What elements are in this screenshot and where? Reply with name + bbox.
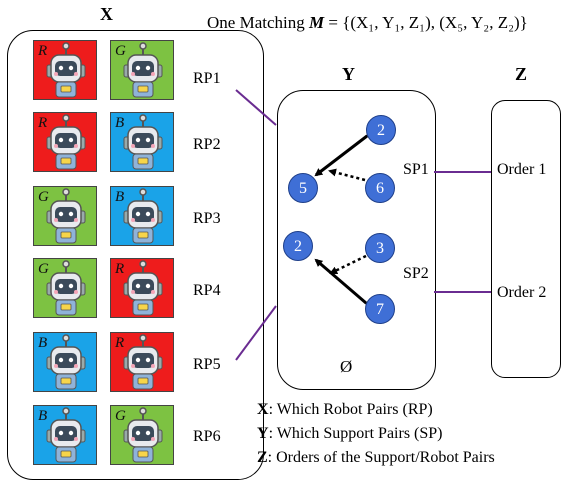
robot-type-letter: B [38, 408, 48, 424]
robot-tile-3-right: B [110, 186, 174, 246]
header-y: Y [342, 64, 355, 84]
robot-icon [123, 114, 163, 170]
robot-icon [123, 407, 163, 463]
node-sp1-6: 6 [365, 173, 395, 203]
robot-icon [46, 114, 86, 170]
robot-tile-4-left: G [33, 258, 97, 318]
title-variable: M [308, 13, 325, 32]
legend-y-text: : Which Support Pairs (SP) [268, 425, 443, 442]
robot-type-letter: B [115, 115, 125, 131]
sp-label-2: SP2 [403, 265, 429, 282]
robot-tile-6-left: B [33, 405, 97, 465]
orders-panel [491, 100, 561, 378]
sp-label-1: SP1 [403, 161, 429, 178]
legend-y-var: Y [257, 425, 269, 442]
rp-label-6: RP6 [193, 428, 221, 445]
robot-icon [123, 188, 163, 244]
node-sp1-5: 5 [288, 173, 318, 203]
robot-type-letter: G [38, 189, 49, 205]
robot-tile-4-right: R [110, 258, 174, 318]
header-z: Z [515, 64, 528, 84]
robot-tile-3-left: G [33, 186, 97, 246]
robot-icon [46, 42, 86, 98]
title-formula: = {(X₁, Y₁, Z₁), (X₅, Y₂, Z₂)} [324, 13, 528, 32]
robot-icon [46, 334, 86, 390]
rp-label-4: RP4 [193, 282, 221, 299]
rp-label-3: RP3 [193, 210, 221, 227]
rp-label-5: RP5 [193, 356, 221, 373]
robot-type-letter: R [38, 115, 48, 131]
legend-z-var: Z [257, 449, 268, 466]
node-sp2-7: 7 [365, 294, 395, 324]
title-prefix: One Matching [207, 13, 309, 32]
robot-icon [123, 260, 163, 316]
robot-icon [46, 407, 86, 463]
legend-x: X: Which Robot Pairs (RP) [257, 401, 433, 419]
node-sp1-2: 2 [366, 115, 396, 145]
robot-tile-5-right: R [110, 332, 174, 392]
robot-tile-6-right: G [110, 405, 174, 465]
node-sp2-2: 2 [283, 231, 313, 261]
legend-z: Z: Orders of the Support/Robot Pairs [257, 449, 495, 467]
robot-tile-5-left: B [33, 332, 97, 392]
robot-icon [123, 42, 163, 98]
legend-x-text: : Which Robot Pairs (RP) [268, 401, 433, 418]
robot-tile-2-right: B [110, 112, 174, 172]
rp-label-2: RP2 [193, 136, 221, 153]
legend-y: Y: Which Support Pairs (SP) [257, 425, 443, 443]
header-x: X [100, 4, 113, 24]
robot-tile-2-left: R [33, 112, 97, 172]
robot-icon [46, 188, 86, 244]
robot-type-letter: G [115, 408, 126, 424]
node-sp2-3: 3 [365, 233, 395, 263]
legend-x-var: X [257, 401, 269, 418]
matching-title: One Matching M = {(X₁, Y₁, Z₁), (X₅, Y₂,… [207, 13, 562, 33]
robot-type-letter: B [38, 335, 48, 351]
order-2: Order 2 [497, 284, 547, 301]
rp-label-1: RP1 [193, 70, 221, 87]
empty-set-symbol: Ø [340, 357, 353, 376]
robot-icon [123, 334, 163, 390]
robot-icon [46, 260, 86, 316]
robot-tile-1-right: G [110, 40, 174, 100]
legend-z-text: : Orders of the Support/Robot Pairs [267, 449, 495, 466]
robot-type-letter: B [115, 189, 125, 205]
robot-type-letter: R [38, 43, 48, 59]
order-1: Order 1 [497, 161, 547, 178]
robot-type-letter: G [38, 261, 49, 277]
robot-tile-1-left: R [33, 40, 97, 100]
robot-type-letter: R [115, 335, 125, 351]
robot-type-letter: R [115, 261, 125, 277]
robot-type-letter: G [115, 43, 126, 59]
